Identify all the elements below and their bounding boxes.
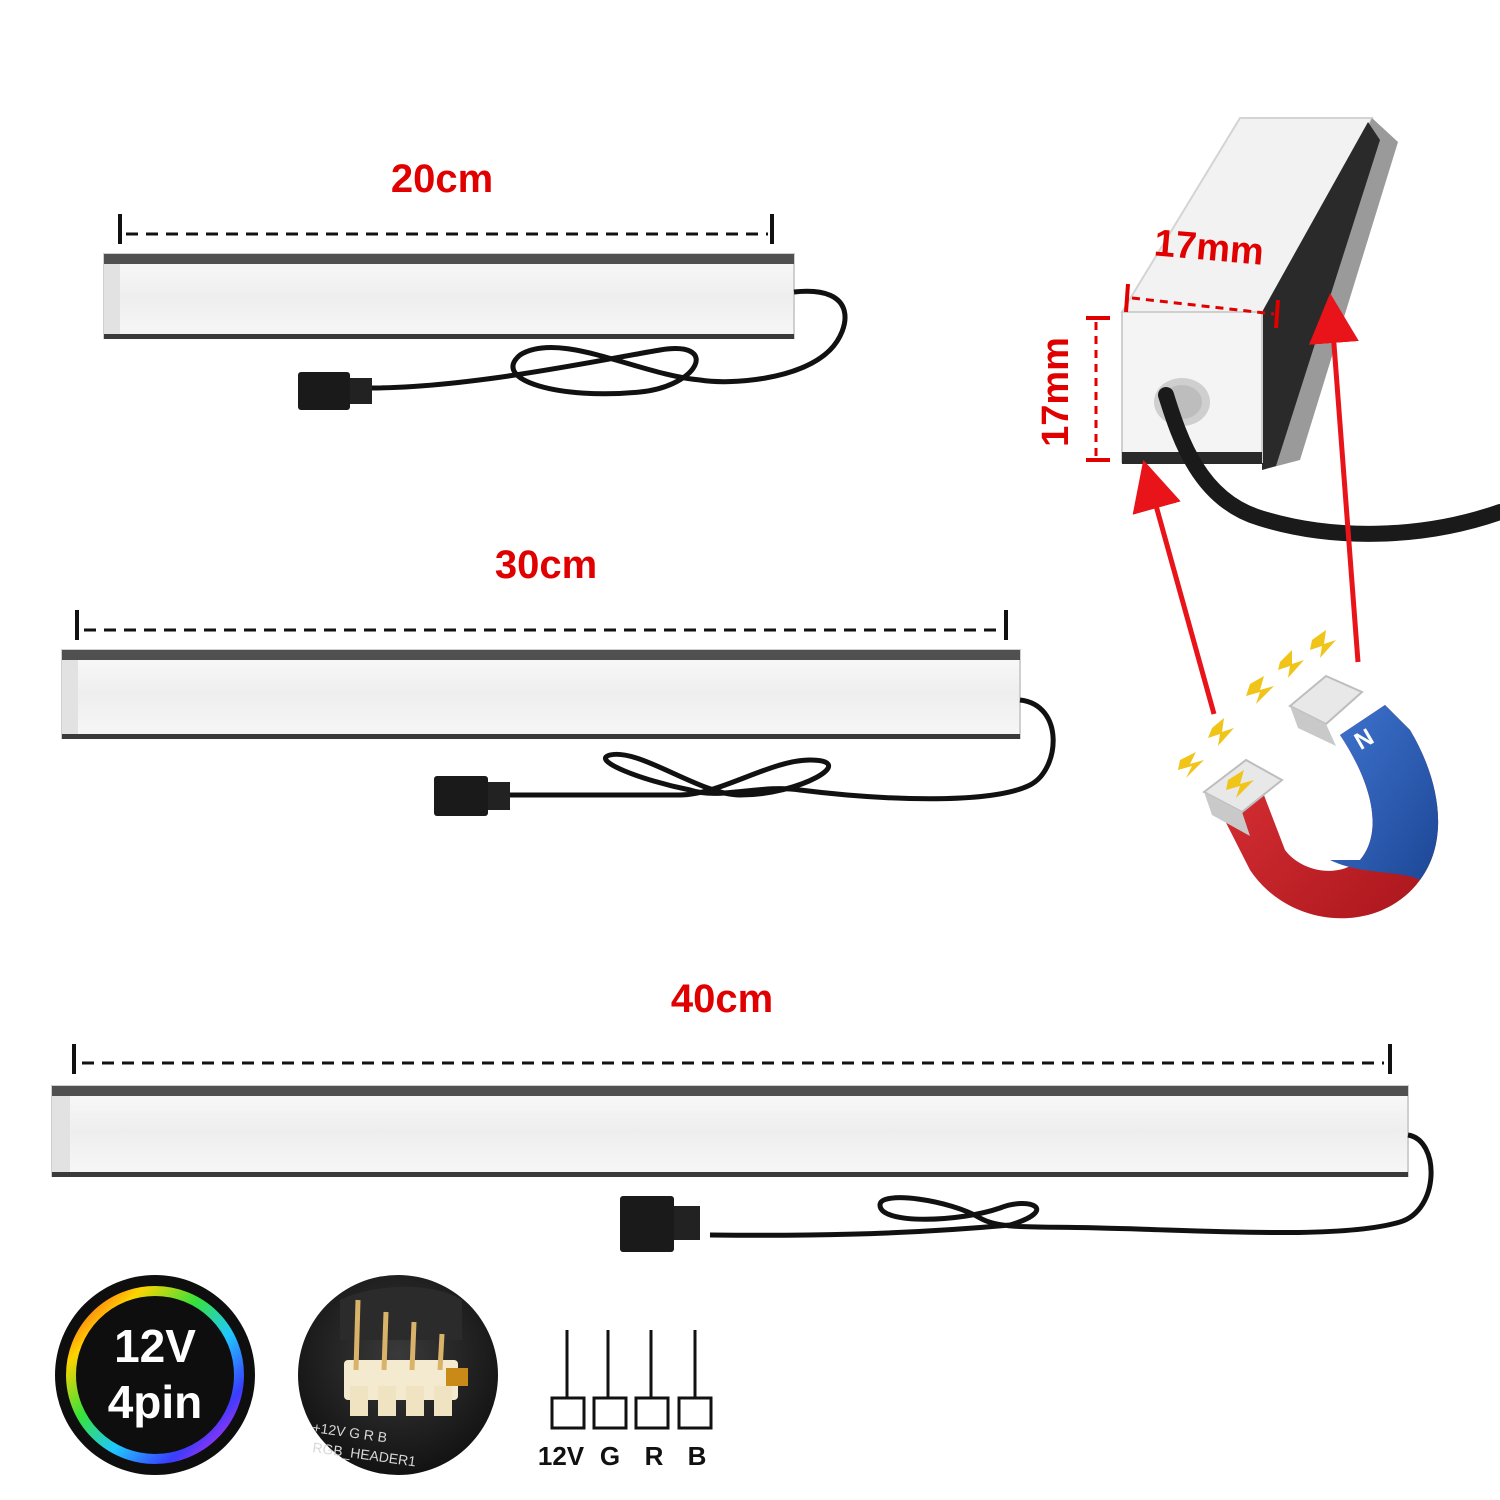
pinout-diagram: 12V G R B xyxy=(538,1330,713,1471)
badge-voltage-text: 12V xyxy=(114,1320,196,1372)
bar-40cm-dimension-line xyxy=(72,1044,1392,1074)
pin-label-12v: 12V xyxy=(538,1441,585,1471)
magnet-attraction-arrows xyxy=(1132,293,1361,715)
profile-height-dimension-line xyxy=(1086,316,1110,462)
badge-pins-text: 4pin xyxy=(108,1376,203,1428)
rgb-header-photo: +12V G R B RGB_HEADER1 xyxy=(298,1275,498,1475)
bar-20cm-group: 20cm xyxy=(103,157,848,410)
header-pins xyxy=(344,1299,468,1416)
profile-width-dimension-line xyxy=(1124,283,1280,329)
lightning-icon xyxy=(1178,630,1336,798)
pin-label-b: B xyxy=(688,1441,707,1471)
profile-closeup xyxy=(1120,117,1500,542)
bar-20cm-length-label: 20cm xyxy=(391,157,493,201)
bar-30cm-connector xyxy=(434,776,488,816)
bar-40cm-group: 40cm xyxy=(51,977,1434,1252)
profile-width-label: 17mm xyxy=(1153,222,1266,273)
pin-label-r: R xyxy=(645,1441,664,1471)
bar-40cm-cable xyxy=(620,1132,1434,1252)
bar-20cm-cable xyxy=(298,288,848,410)
bar-30cm-group: 30cm xyxy=(61,543,1056,816)
pin-label-g: G xyxy=(600,1441,620,1471)
voltage-badge: 12V 4pin xyxy=(55,1275,255,1475)
bar-30cm-light-bar xyxy=(61,649,1021,739)
horseshoe-magnet: S N xyxy=(1178,630,1439,919)
bar-40cm-connector xyxy=(620,1196,674,1252)
bar-20cm-dimension-line xyxy=(118,214,774,244)
bar-30cm-dimension-line xyxy=(75,610,1008,640)
bar-40cm-length-label: 40cm xyxy=(671,977,773,1021)
bar-30cm-length-label: 30cm xyxy=(495,543,597,587)
profile-height-label: 17mm xyxy=(1035,337,1077,447)
bar-40cm-light-bar xyxy=(51,1085,1409,1177)
bar-30cm-cable xyxy=(434,697,1056,816)
bar-20cm-light-bar xyxy=(103,253,795,339)
bar-20cm-connector xyxy=(298,372,350,410)
